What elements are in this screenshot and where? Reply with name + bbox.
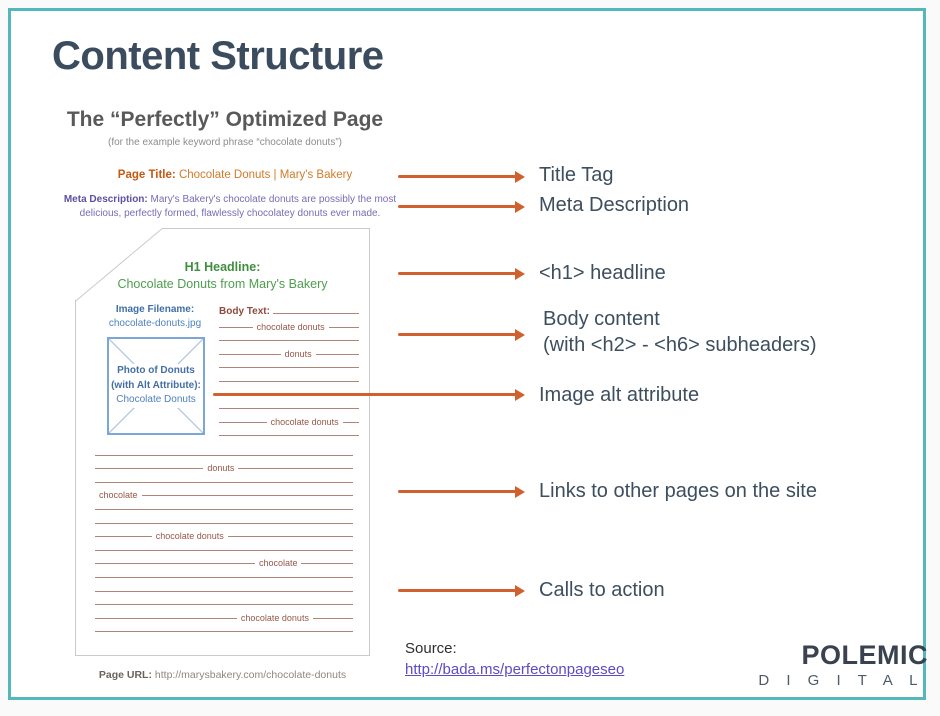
ruled-line-word: chocolate [254,558,302,569]
ruled-line-word: chocolate donuts [151,531,228,542]
ruled-line-word: donuts [203,463,239,474]
serp-meta-description: Meta Description: Mary's Bakery's chocol… [50,193,410,221]
page-title: Content Structure [52,34,384,78]
ruled-line [219,385,359,399]
arrow-image-alt [213,388,525,401]
ruled-line [95,499,353,513]
label-h1-headline: <h1> headline [539,262,666,284]
arrow-title-tag [398,170,525,183]
ruled-line: chocolate [95,554,353,569]
ruled-line [95,567,353,581]
image-filename-value: chocolate-donuts.jpg [108,317,202,329]
page-wide-lines: donuts chocolate chocolate donuts chocolate… [95,445,353,635]
source-label: Source: [405,640,457,657]
serp-meta-label: Meta Description: [63,194,148,205]
serp-page-title-label: Page Title: [117,169,176,181]
ruled-line: chocolate donuts [95,527,353,542]
label-body-content-line1: Body content [543,308,660,330]
h1-value: Chocolate Donuts from Mary's Bakery [117,276,328,291]
ruled-line: donuts [219,344,359,359]
label-calls-to-action: Calls to action [539,579,665,601]
arrow-body-content [398,328,525,341]
ruled-line [219,371,359,385]
ruled-line-word: chocolate [95,490,142,501]
mock-page: H1 Headline: Chocolate Donuts from Mary'… [74,227,370,656]
ruled-line [95,622,353,636]
page-url-row: Page URL: http://marysbakery.com/chocola… [75,669,370,681]
ruled-line [95,595,353,609]
h1-headline-block: H1 Headline: Chocolate Donuts from Mary'… [76,259,369,293]
label-body-content-line2: (with <h2> - <h6> subheaders) [543,334,817,356]
ruled-line [95,540,353,554]
page-url-value: http://marysbakery.com/chocolate-donuts [154,669,347,681]
photo-line1: Photo of Donuts [115,364,197,379]
ruled-line: chocolate [95,486,353,501]
photo-placeholder: Photo of Donuts (with Alt Attribute): Ch… [107,337,205,435]
ruled-line: donuts [95,459,353,474]
logo-polemic: POLEMIC [801,640,928,670]
ruled-line-word: chocolate donuts [252,321,329,332]
page-url-label: Page URL: [98,669,152,681]
logo-digital: D I G I T A L [758,672,924,689]
body-lines: chocolate donuts donuts chocolate donuts [219,317,359,439]
photo-line3: Chocolate Donuts [114,393,198,408]
label-image-alt: Image alt attribute [539,384,700,406]
diagram-heading: The “Perfectly” Optimized Page [66,108,384,131]
ruled-line [95,472,353,486]
diagram-subheading: (for the example keyword phrase “chocola… [107,137,342,148]
ruled-line-word: donuts [280,348,316,359]
label-links: Links to other pages on the site [539,480,817,502]
body-text-label: Body Text: [219,306,273,317]
photo-line2: (with Alt Attribute): [109,378,203,394]
ruled-line [95,445,353,459]
label-body-content: Body content (with <h2> - <h6> subheader… [543,306,817,358]
ruled-line: chocolate donuts [219,412,359,427]
ruled-line [219,358,359,372]
label-meta-description: Meta Description [539,194,690,216]
serp-page-title-value: Chocolate Donuts | Mary's Bakery [178,169,353,181]
ruled-line [95,513,353,527]
ruled-line [95,581,353,595]
h1-label: H1 Headline: [184,260,261,274]
image-filename-block: Image Filename: chocolate-donuts.jpg [90,303,220,330]
ruled-line [219,399,359,413]
ruled-line-word: chocolate donuts [236,612,313,623]
serp-meta-value: Mary's Bakery's chocolate donuts are pos… [79,194,397,219]
label-title-tag: Title Tag [539,164,614,186]
arrow-h1-headline [398,267,525,280]
image-filename-label: Image Filename: [115,304,195,315]
ruled-line [219,331,359,345]
serp-page-title: Page Title: Chocolate Donuts | Mary's Ba… [40,169,430,181]
ruled-line: chocolate donuts [95,608,353,623]
source-link[interactable]: http://bada.ms/perfectonpageseo [405,661,625,678]
arrow-meta-description [398,200,525,213]
ruled-line [271,313,359,314]
arrow-calls-to-action [398,584,525,597]
ruled-line [219,426,359,440]
ruled-line: chocolate donuts [219,317,359,332]
ruled-line-word: chocolate donuts [266,416,343,427]
body-text-row: Body Text: [219,303,359,317]
arrow-links [398,485,525,498]
